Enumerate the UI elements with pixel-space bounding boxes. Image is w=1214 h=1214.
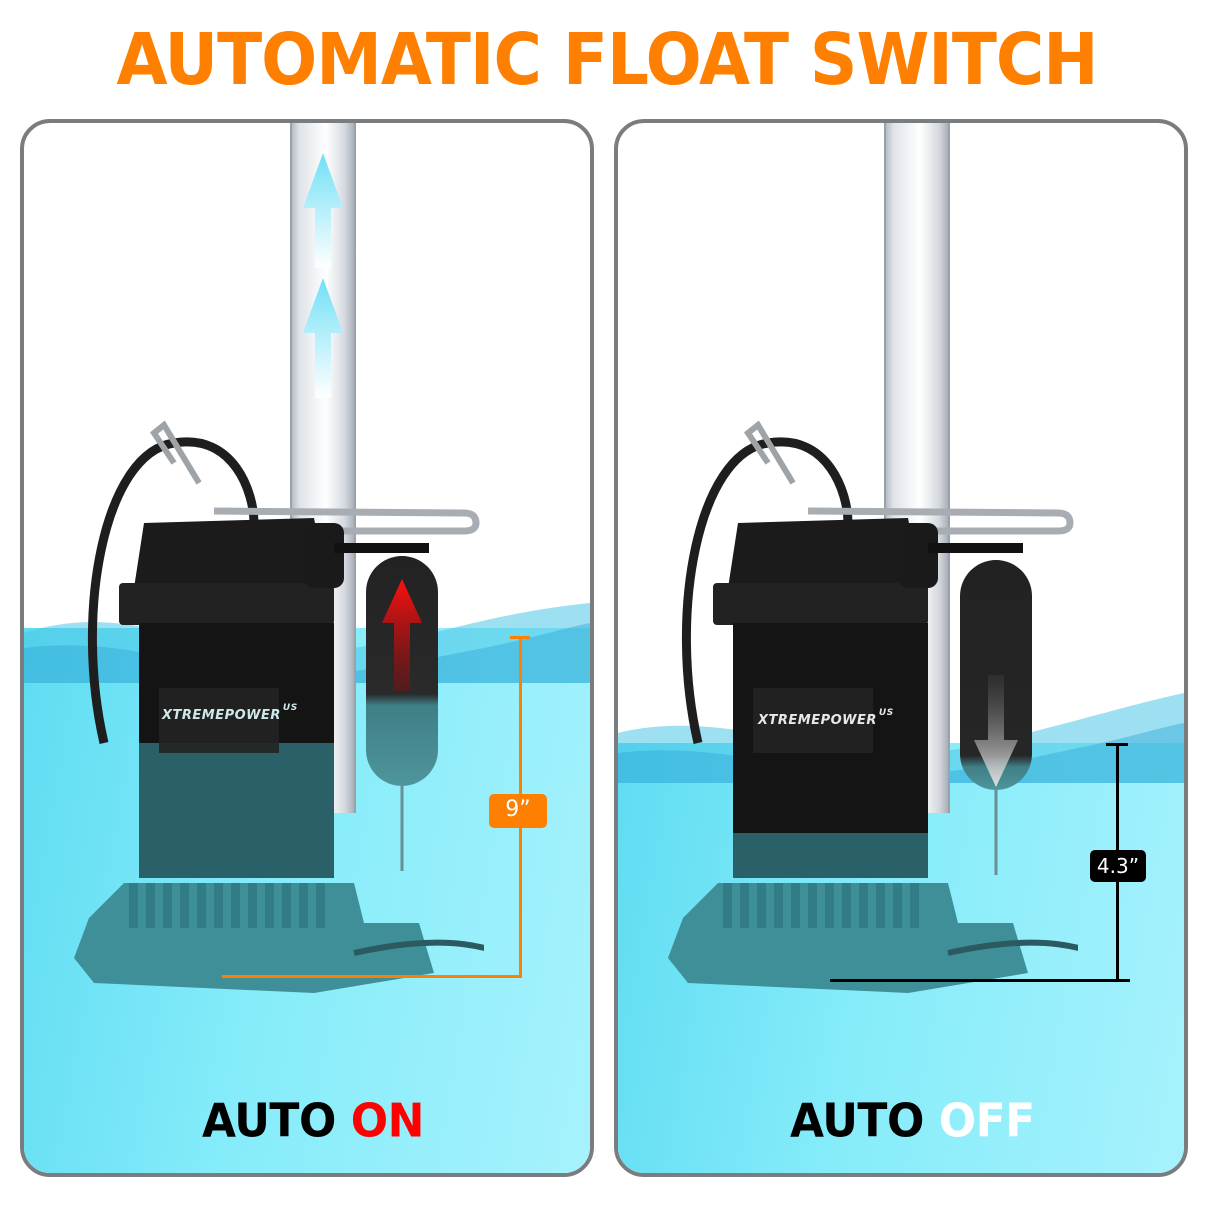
state-label-auto-on: AUTO ON (202, 1094, 425, 1149)
measurement-tag-9in: 9” (489, 794, 547, 828)
measure-baseline (830, 979, 1130, 982)
state-off: OFF (938, 1094, 1036, 1149)
measurement-tag-4-3in: 4.3” (1090, 850, 1146, 882)
page-title: AUTOMATIC FLOAT SWITCH (116, 17, 1098, 102)
flow-up-arrow-icon (303, 153, 343, 398)
measure-baseline (222, 975, 522, 978)
float-down-arrow-icon (974, 675, 1018, 787)
state-on: ON (350, 1094, 425, 1149)
state-label-auto-off: AUTO OFF (790, 1094, 1036, 1149)
sump-pump (74, 420, 484, 993)
measure-top-tick (510, 636, 530, 639)
float-switch (366, 556, 438, 871)
float-switch (960, 560, 1032, 875)
float-up-arrow-icon (382, 579, 422, 691)
measure-top-tick (1106, 743, 1128, 746)
sump-pump (668, 420, 1078, 993)
